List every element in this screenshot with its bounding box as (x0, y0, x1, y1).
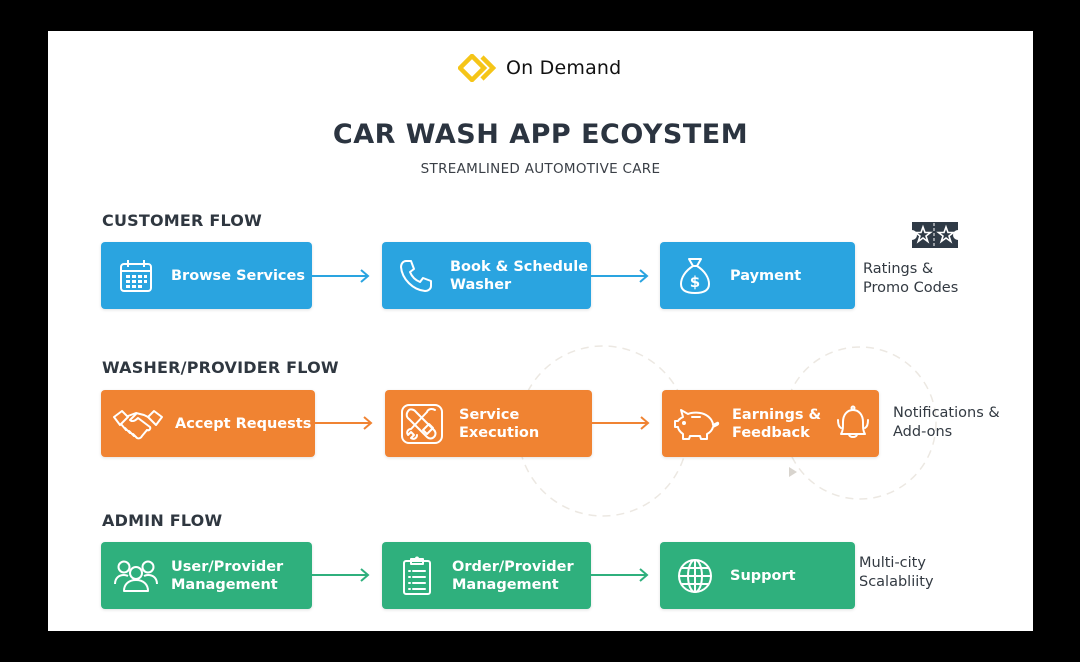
step-label: Order/Provider Management (452, 558, 574, 593)
step-accept-requests[interactable]: Accept Requests (101, 390, 315, 457)
users-icon (101, 558, 171, 594)
bell-icon (832, 404, 874, 444)
piggy-bank-icon (662, 407, 732, 441)
clipboard-icon (382, 556, 452, 596)
calendar-icon (101, 258, 171, 294)
customer-flow-label: CUSTOMER FLOW (102, 211, 262, 230)
arrow-right-icon (591, 568, 649, 582)
on-demand-logo-icon (458, 54, 497, 82)
step-book-schedule[interactable]: Book & Schedule Washer (382, 242, 591, 309)
arrow-right-icon (315, 416, 373, 430)
step-label: User/Provider Management (171, 558, 284, 593)
rating-ticket-icon (912, 222, 958, 248)
customer-flow-note: Ratings & Promo Codes (863, 261, 959, 296)
step-service-execution[interactable]: Service Execution (385, 390, 592, 457)
step-browse-services[interactable]: Browse Services (101, 242, 312, 309)
arrow-right-icon (312, 269, 370, 283)
step-label: Earnings & Feedback (732, 406, 822, 441)
page-subtitle: STREAMLINED AUTOMOTIVE CARE (420, 161, 661, 177)
step-label: Service Execution (459, 406, 540, 441)
step-support[interactable]: Support (660, 542, 855, 609)
step-label: Browse Services (171, 267, 305, 284)
step-user-provider-management[interactable]: User/Provider Management (101, 542, 312, 609)
handshake-icon (101, 407, 175, 441)
cycle-arrowhead (789, 467, 797, 477)
brand-logo: On Demand (458, 53, 621, 83)
admin-flow-label: ADMIN FLOW (102, 511, 223, 530)
phone-icon (382, 258, 450, 294)
page-title: CAR WASH APP ECOYSTEM (332, 119, 749, 150)
step-label: Book & Schedule Washer (450, 258, 589, 293)
provider-flow-label: WASHER/PROVIDER FLOW (102, 358, 339, 377)
step-earnings-feedback[interactable]: Earnings & Feedback (662, 390, 879, 457)
brand-name: On Demand (506, 57, 622, 79)
step-order-provider-management[interactable]: Order/Provider Management (382, 542, 591, 609)
arrow-right-icon (592, 416, 650, 430)
tools-icon (385, 402, 459, 446)
provider-flow-note: Notifications & Add-ons (893, 405, 1000, 440)
step-label: Payment (730, 267, 802, 284)
diagram-canvas: On Demand CAR WASH APP ECOYSTEM STREAMLI… (48, 31, 1033, 631)
money-bag-icon: $ (660, 256, 730, 296)
arrow-right-icon (591, 269, 649, 283)
globe-icon (660, 557, 730, 595)
admin-flow-note: Multi-city Scalabliity (859, 555, 934, 590)
step-label: Support (730, 567, 796, 584)
step-payment[interactable]: $ Payment (660, 242, 855, 309)
svg-text:$: $ (690, 273, 700, 291)
arrow-right-icon (312, 568, 370, 582)
step-label: Accept Requests (175, 415, 312, 432)
